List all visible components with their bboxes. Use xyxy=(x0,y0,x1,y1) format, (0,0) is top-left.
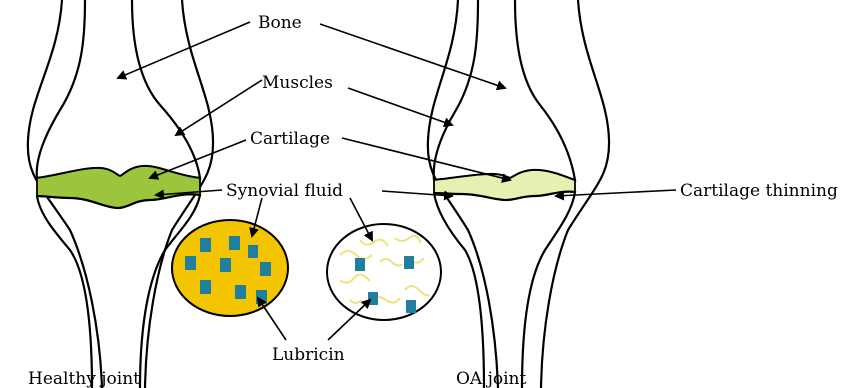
label-lubricin: Lubricin xyxy=(272,345,345,365)
oa-synovial-fluid xyxy=(327,224,441,320)
healthy-joint xyxy=(28,0,213,388)
lubricin-block xyxy=(368,292,378,305)
lubricin-block xyxy=(229,236,240,250)
label-bone: Bone xyxy=(258,13,302,33)
label-cartilage-thinning: Cartilage thinning xyxy=(680,181,838,201)
label-muscles: Muscles xyxy=(262,73,333,93)
arrow-cartilage-oa xyxy=(342,138,510,180)
lubricin-block xyxy=(220,258,231,272)
lubricin-block xyxy=(406,300,416,313)
lubricin-block xyxy=(185,256,196,270)
healthy-cartilage xyxy=(37,166,200,208)
lubricin-block xyxy=(200,280,211,294)
label-cartilage: Cartilage xyxy=(250,129,330,149)
oa-fluid-circle xyxy=(327,224,441,320)
healthy-synovial-fluid xyxy=(172,220,288,316)
lubricin-block xyxy=(248,245,258,258)
arrow-muscles-healthy xyxy=(176,80,262,135)
oa-cartilage xyxy=(434,170,575,200)
lubricin-block xyxy=(404,256,414,269)
oa-bone-lower xyxy=(434,192,575,388)
label-healthy-joint: Healthy joint xyxy=(28,369,140,388)
lubricin-block xyxy=(200,238,211,252)
arrow-lubricin-healthy xyxy=(258,298,286,340)
arrow-bone-healthy xyxy=(118,22,250,78)
lubricin-block xyxy=(260,262,271,276)
lubricin-block xyxy=(355,258,365,271)
lubricin-block xyxy=(235,285,246,299)
healthy-bone-upper xyxy=(37,0,200,178)
label-synovial-fluid: Synovial fluid xyxy=(226,181,343,201)
label-oa-joint: OA joint xyxy=(456,369,527,388)
